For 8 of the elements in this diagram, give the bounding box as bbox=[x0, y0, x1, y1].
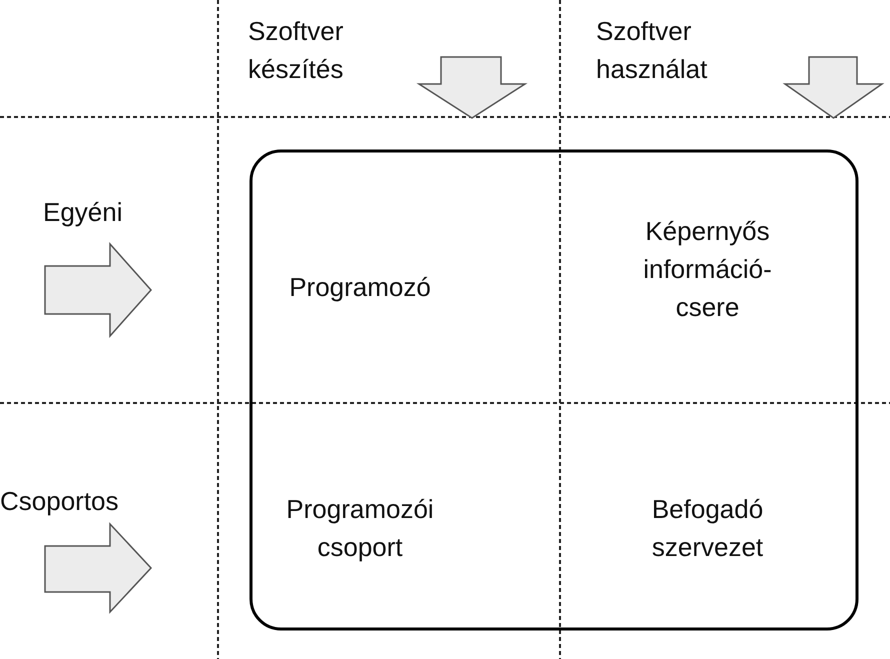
label-text: Programozói csoport bbox=[285, 493, 435, 564]
label-text: Befogadó szervezet bbox=[650, 493, 764, 564]
label-text: Egyéni bbox=[43, 196, 124, 229]
label-text: Csoportos bbox=[0, 485, 120, 518]
label-text: Képernyős információ-csere bbox=[642, 215, 773, 324]
label-text: Programozó bbox=[288, 271, 432, 304]
label-text: Szoftver készítés bbox=[248, 15, 344, 86]
label-text: Szoftver használat bbox=[596, 15, 708, 86]
